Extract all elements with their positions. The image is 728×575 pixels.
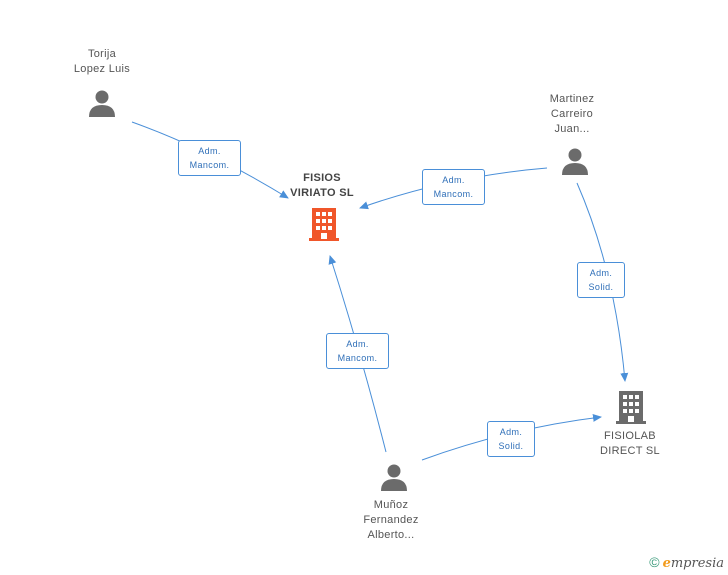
person-name-line3: Alberto...: [367, 529, 415, 541]
brand-logo-e: e: [662, 556, 671, 571]
person-icon[interactable]: [87, 88, 117, 118]
copyright-symbol: ©: [649, 554, 660, 570]
edge-role: Adm.: [198, 146, 221, 156]
edge-type: Mancom.: [337, 353, 378, 363]
person-name-line2: Carreiro: [550, 108, 594, 120]
empresia-watermark: ©empresia: [649, 554, 724, 571]
person-label-munoz[interactable]: Muñoz Fernandez Alberto...: [341, 498, 441, 543]
building-icon[interactable]: [615, 390, 647, 424]
person-name-line3: Juan...: [554, 123, 590, 135]
person-name-line2: Fernandez: [363, 514, 419, 526]
company-name-line1: FISIOS: [303, 172, 341, 184]
edge-type: Solid.: [498, 441, 524, 451]
edge-role: Adm.: [589, 268, 613, 278]
person-name-line1: Torija: [87, 48, 117, 60]
edge-role: Adm.: [346, 339, 369, 349]
person-name-line2: Lopez Luis: [73, 63, 131, 75]
person-icon[interactable]: [560, 146, 590, 176]
edge-label-martinez-fisios[interactable]: Adm. Mancom.: [422, 169, 485, 205]
company-name-line2: VIRIATO SL: [290, 187, 354, 199]
edge-label-munoz-fisios[interactable]: Adm. Mancom.: [326, 333, 389, 369]
building-icon-main[interactable]: [308, 207, 340, 241]
edge-label-torija-fisios[interactable]: Adm. Mancom.: [178, 140, 241, 176]
brand-logo-text: mpresia: [670, 556, 724, 571]
edge-role: Adm.: [499, 427, 523, 437]
company-name-line2: DIRECT SL: [600, 445, 660, 457]
company-name-line1: FISIOLAB: [604, 430, 656, 442]
person-name-line1: Muñoz: [373, 499, 409, 511]
person-name-line1: Martinez: [549, 93, 595, 105]
company-label-fisios-viriato[interactable]: FISIOS VIRIATO SL: [272, 171, 372, 201]
edge-type: Mancom.: [433, 189, 474, 199]
edge-label-munoz-fisiolab[interactable]: Adm. Solid.: [487, 421, 535, 457]
company-label-fisiolab-direct[interactable]: FISIOLAB DIRECT SL: [580, 429, 680, 459]
edge-label-martinez-fisiolab[interactable]: Adm. Solid.: [577, 262, 625, 298]
edge-type: Mancom.: [189, 160, 230, 170]
edge-type: Solid.: [588, 282, 614, 292]
person-label-martinez[interactable]: Martinez Carreiro Juan...: [522, 92, 622, 137]
person-icon[interactable]: [379, 462, 409, 492]
edge-role: Adm.: [442, 175, 465, 185]
person-label-torija[interactable]: Torija Lopez Luis: [52, 47, 152, 77]
